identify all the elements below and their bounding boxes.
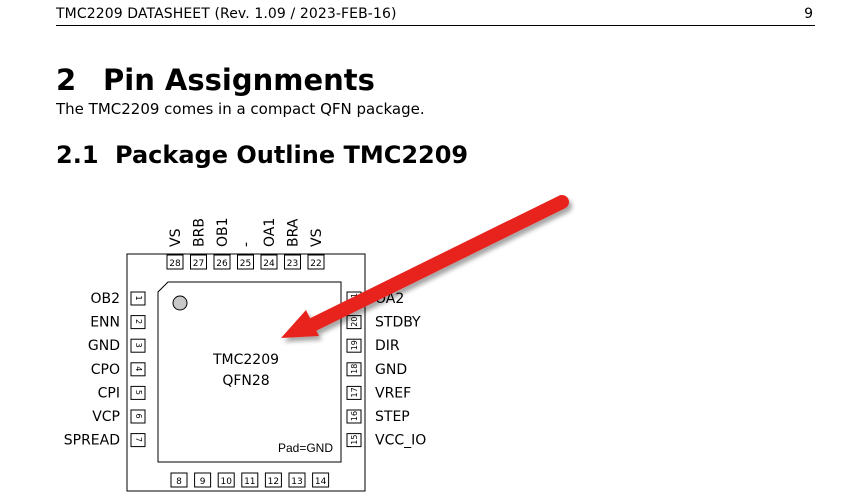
section-heading: 2 Pin Assignments — [56, 63, 375, 97]
pin-box — [130, 433, 146, 448]
pin-box — [166, 254, 184, 270]
pin-box — [260, 254, 278, 270]
pin-label: OB1 — [215, 217, 231, 247]
pin-label: STEP — [375, 409, 410, 425]
pin-label: VS — [309, 228, 325, 247]
pin-box — [130, 291, 146, 306]
pin-label: GND — [375, 362, 407, 378]
pin-label: BRA — [286, 218, 302, 247]
pin-label: VCC_IO — [375, 433, 426, 449]
pin-number: 27 — [193, 259, 204, 269]
pin-box — [130, 315, 146, 330]
pin-box — [307, 254, 325, 270]
pin-number: 8 — [176, 477, 182, 487]
bottom-pins: 8 9 10 11 12 13 14 — [170, 472, 330, 488]
top-pins: 28 VS 27 BRB 26 OB1 25 - 24 OA1 23 BRA 22 VS — [166, 217, 325, 270]
pin-box — [346, 362, 362, 377]
pin-label: ENN — [90, 315, 120, 331]
pin-number: 16 — [350, 411, 359, 421]
pin-number: 28 — [169, 259, 181, 269]
pin-number: 19 — [350, 340, 359, 350]
pin-box — [190, 254, 207, 270]
pin-box — [346, 433, 362, 448]
pin-box — [346, 315, 362, 330]
pin-number: 10 — [220, 477, 232, 487]
pin-number: 11 — [244, 477, 255, 487]
pin-number: 2 — [134, 319, 143, 324]
pin-box — [264, 472, 282, 488]
pin-number: 6 — [134, 413, 143, 418]
section-intro: The TMC2209 comes in a compact QFN packa… — [56, 100, 425, 118]
pin-box — [130, 362, 146, 377]
pin-label: GND — [88, 338, 120, 354]
pin-label: STDBY — [375, 315, 421, 331]
section-number: 2 — [56, 63, 77, 97]
pin-number: 13 — [291, 477, 302, 487]
pin-label: BRB — [192, 218, 208, 247]
pin-box — [170, 472, 188, 488]
pin-number: 26 — [216, 259, 228, 269]
pin-label: OA1 — [262, 218, 278, 247]
die-outline — [157, 281, 342, 463]
section-title: Pin Assignments — [103, 63, 375, 97]
pin-label: DIR — [375, 338, 400, 354]
pin-label: VCP — [92, 409, 120, 425]
pin-number: 7 — [134, 437, 143, 442]
pin-label: VREF — [375, 385, 411, 401]
subsection-heading: 2.1 Package Outline TMC2209 — [56, 141, 468, 169]
left-pins: 1 OB2 2 ENN 3 GND 4 CPO 5 CPI 6 VCP 7 SPREAD — [64, 291, 146, 449]
arrow-shaft — [299, 195, 569, 335]
pin-box — [217, 472, 235, 488]
page-header: TMC2209 DATASHEET (Rev. 1.09 / 2023-FEB-… — [56, 5, 815, 26]
pin-number: 24 — [263, 259, 275, 269]
annotation-arrow — [281, 195, 569, 338]
pin-box — [130, 338, 146, 353]
pin-box — [130, 409, 146, 424]
pin-label: - — [239, 242, 255, 247]
pin-number: 14 — [315, 477, 327, 487]
pin-box — [346, 409, 362, 424]
pin-box — [346, 338, 362, 353]
pin-box — [284, 254, 301, 270]
pin-box — [194, 472, 212, 488]
pin-number: 18 — [350, 364, 359, 374]
pad-label: Pad=GND — [278, 441, 333, 455]
pin-box — [346, 385, 362, 400]
pin-box — [312, 472, 330, 488]
pin-box — [241, 472, 259, 488]
pin-number: 22 — [310, 259, 321, 269]
pin-box — [237, 254, 254, 270]
pin-number: 17 — [350, 387, 359, 397]
pin-number: 15 — [350, 435, 359, 445]
pin-box — [130, 385, 146, 400]
pin-box — [288, 472, 306, 488]
subsection-number: 2.1 — [56, 141, 99, 169]
pin-label: SPREAD — [64, 433, 120, 449]
arrow-head — [281, 310, 319, 338]
chip-package: QFN28 — [222, 373, 269, 389]
pin-number: 12 — [268, 477, 279, 487]
page-number: 9 — [804, 6, 813, 22]
header-title: TMC2209 DATASHEET (Rev. 1.09 / 2023-FEB-… — [56, 6, 397, 22]
pin-box — [213, 254, 231, 270]
subsection-title: Package Outline TMC2209 — [115, 141, 469, 169]
pin-label: CPO — [91, 362, 120, 378]
pin-number: 9 — [200, 477, 206, 487]
pin-label: OB2 — [90, 291, 120, 307]
pin-number: 4 — [134, 366, 143, 371]
pin-label: CPI — [98, 385, 120, 401]
pin-number: 23 — [287, 259, 298, 269]
pin-number: 25 — [240, 259, 251, 269]
pin-number: 3 — [134, 343, 143, 348]
pin1-marker — [172, 295, 188, 311]
pin-number: 5 — [134, 390, 143, 395]
pin-label: VS — [168, 228, 184, 247]
chip-name: TMC2209 — [212, 352, 279, 368]
pin-number: 20 — [350, 317, 359, 327]
pin-number: 1 — [134, 295, 143, 300]
